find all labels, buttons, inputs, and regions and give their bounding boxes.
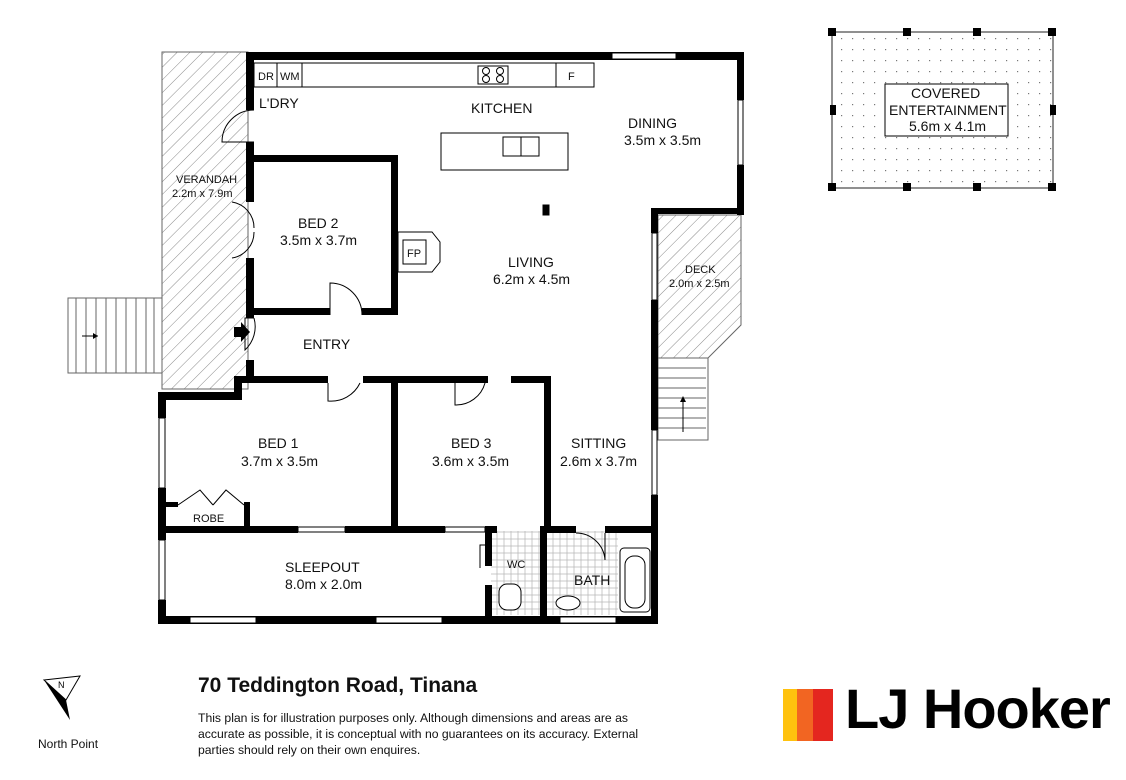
bed3-size: 3.6m x 3.5m [432, 453, 509, 469]
wc-label: WC [507, 559, 525, 571]
entry-stairs [67, 297, 163, 374]
bed2-size: 3.5m x 3.7m [280, 232, 357, 248]
deck-stairs [657, 357, 709, 441]
bathroom-fixtures [498, 547, 651, 613]
verandah-area [161, 51, 249, 390]
fireplace-label: FP [407, 248, 421, 260]
lj-hooker-logo-icon [783, 689, 833, 741]
living-name: LIVING [508, 254, 554, 270]
brand-name: LJ Hooker [845, 677, 1111, 740]
covered-line1: COVERED [911, 85, 980, 101]
fireplace [397, 231, 441, 273]
kitchen-label: KITCHEN [471, 100, 532, 116]
covered-entertainment [828, 28, 1056, 191]
bed1-size: 3.7m x 3.5m [241, 453, 318, 469]
room-labels: DR WM F L'DRY KITCHEN DINING 3.5m x 3.5m… [172, 71, 1007, 592]
doors [177, 109, 606, 568]
north-arrow-icon: N [42, 675, 81, 720]
bath-label: BATH [574, 572, 610, 588]
bed2-name: BED 2 [298, 215, 339, 231]
wm-label: WM [280, 71, 300, 83]
kitchen-fixtures [253, 62, 595, 216]
laundry-label: L'DRY [259, 95, 299, 111]
entry-label: ENTRY [303, 336, 351, 352]
bed3-name: BED 3 [451, 435, 492, 451]
dining-name: DINING [628, 115, 677, 131]
north-letter: N [58, 680, 65, 690]
deck-name: DECK [685, 264, 716, 276]
robe-label: ROBE [193, 513, 224, 525]
dining-size: 3.5m x 3.5m [624, 132, 701, 148]
dr-label: DR [258, 71, 274, 83]
entry-arrow-icon [234, 322, 250, 342]
sleepout-size: 8.0m x 2.0m [285, 576, 362, 592]
living-size: 6.2m x 4.5m [493, 271, 570, 287]
walls [158, 52, 744, 624]
deck-size: 2.0m x 2.5m [669, 278, 730, 290]
sleepout-name: SLEEPOUT [285, 559, 360, 575]
disclaimer-text: This plan is for illustration purposes o… [198, 711, 639, 757]
verandah-name: VERANDAH [176, 174, 237, 186]
north-point-label: North Point [38, 737, 99, 751]
covered-line2: ENTERTAINMENT [889, 102, 1007, 118]
covered-size: 5.6m x 4.1m [909, 118, 986, 134]
property-address: 70 Teddington Road, Tinana [198, 674, 478, 697]
sitting-name: SITTING [571, 435, 626, 451]
bed1-name: BED 1 [258, 435, 299, 451]
sitting-size: 2.6m x 3.7m [560, 453, 637, 469]
verandah-size: 2.2m x 7.9m [172, 188, 233, 200]
windows [158, 52, 744, 624]
fridge-label: F [568, 71, 575, 83]
